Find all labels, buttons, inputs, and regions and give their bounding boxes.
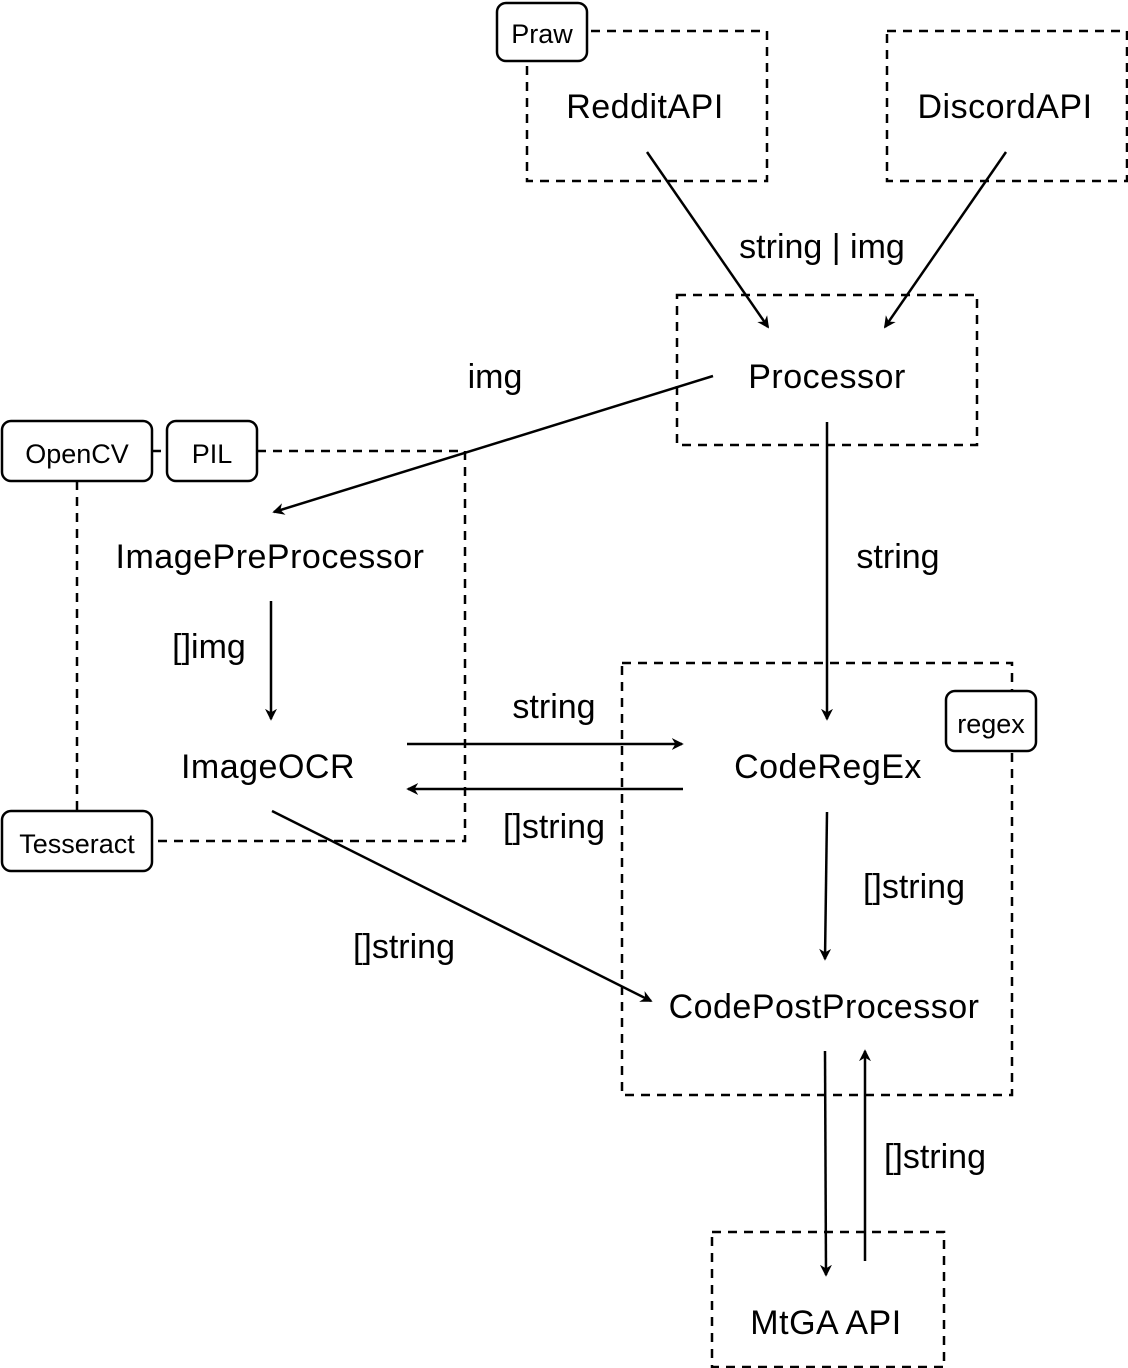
label-preproc-to-ocr: []img [172, 628, 246, 666]
opencv-tag-label: OpenCV [25, 439, 129, 469]
regex-tag [944, 689, 1038, 753]
pil-tag [165, 419, 259, 483]
edge-processor-to-preprocessor [272, 374, 714, 515]
label-mtga-to-postproc: []string [884, 1138, 986, 1176]
code-regex-group-box [620, 661, 1014, 1097]
label-ocr-to-postproc: []string [353, 928, 455, 966]
pil-tag-label: PIL [192, 439, 233, 469]
discord-api-node: DiscordAPI [917, 88, 1092, 126]
reddit-api-box [525, 29, 769, 183]
praw-tag-label: Praw [511, 19, 573, 49]
label-ocr-to-regex: string [512, 688, 595, 726]
praw-tag [495, 1, 589, 63]
image-ocr-node: ImageOCR [181, 748, 355, 786]
regex-tag-label: regex [957, 709, 1025, 739]
label-regex-to-ocr: []string [503, 808, 605, 846]
label-processor-to-image: img [468, 358, 523, 396]
label-processor-to-regex: string [856, 538, 939, 576]
tesseract-tag-label: Tesseract [19, 829, 135, 859]
label-apis-to-processor: string | img [739, 228, 905, 266]
code-postprocessor-node: CodePostProcessor [669, 988, 980, 1026]
edge-ocr-to-postprocessor [271, 809, 653, 1003]
processor-node: Processor [748, 358, 906, 396]
label-regex-to-postproc: []string [863, 868, 965, 906]
edge-postprocessor-to-mtga [819, 1050, 832, 1277]
discord-api-box [885, 29, 1128, 183]
edge-discord-to-processor [883, 151, 1008, 329]
edge-reddit-to-processor [645, 151, 770, 329]
opencv-tag [0, 419, 154, 483]
image-preprocessor-node: ImagePreProcessor [116, 538, 425, 576]
mtga-api-box [710, 1230, 946, 1368]
edge-regex-to-postprocessor [819, 811, 832, 961]
image-group-outline [75, 449, 467, 843]
tesseract-tag [0, 809, 154, 873]
mtga-api-node: MtGA API [750, 1304, 901, 1342]
reddit-api-node: RedditAPI [566, 88, 724, 126]
code-regex-node: CodeRegEx [734, 748, 922, 786]
